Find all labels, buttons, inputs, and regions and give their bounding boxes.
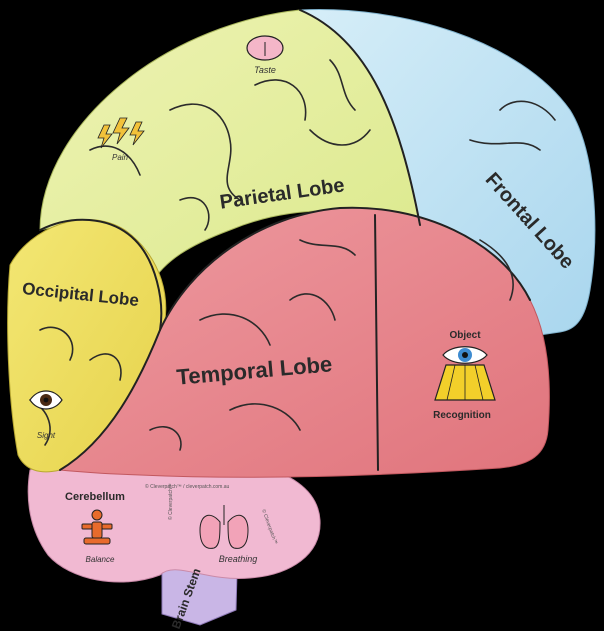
lungs-icon: [199, 505, 249, 549]
eye-icon: [29, 390, 63, 410]
sight-label: Sight: [37, 431, 56, 440]
copyright-text: © Cleverpatch™ / cleverpatch.com.au: [145, 483, 229, 490]
tongue-icon: [246, 35, 284, 61]
eye-cone-icon: [434, 346, 496, 401]
copyright-text-vertical: © Cleverpatch™: [167, 483, 174, 520]
balance-label: Balance: [86, 555, 115, 564]
balance-figure-icon: [81, 509, 113, 545]
cerebellum-label: Cerebellum: [65, 491, 125, 503]
breathing-label: Breathing: [219, 554, 258, 564]
lightning-bolt-icon: [97, 117, 145, 149]
recognition-label: Recognition: [433, 410, 491, 421]
object-label: Object: [449, 330, 481, 341]
taste-label: Taste: [254, 65, 276, 75]
pain-label: Pain: [112, 153, 129, 162]
